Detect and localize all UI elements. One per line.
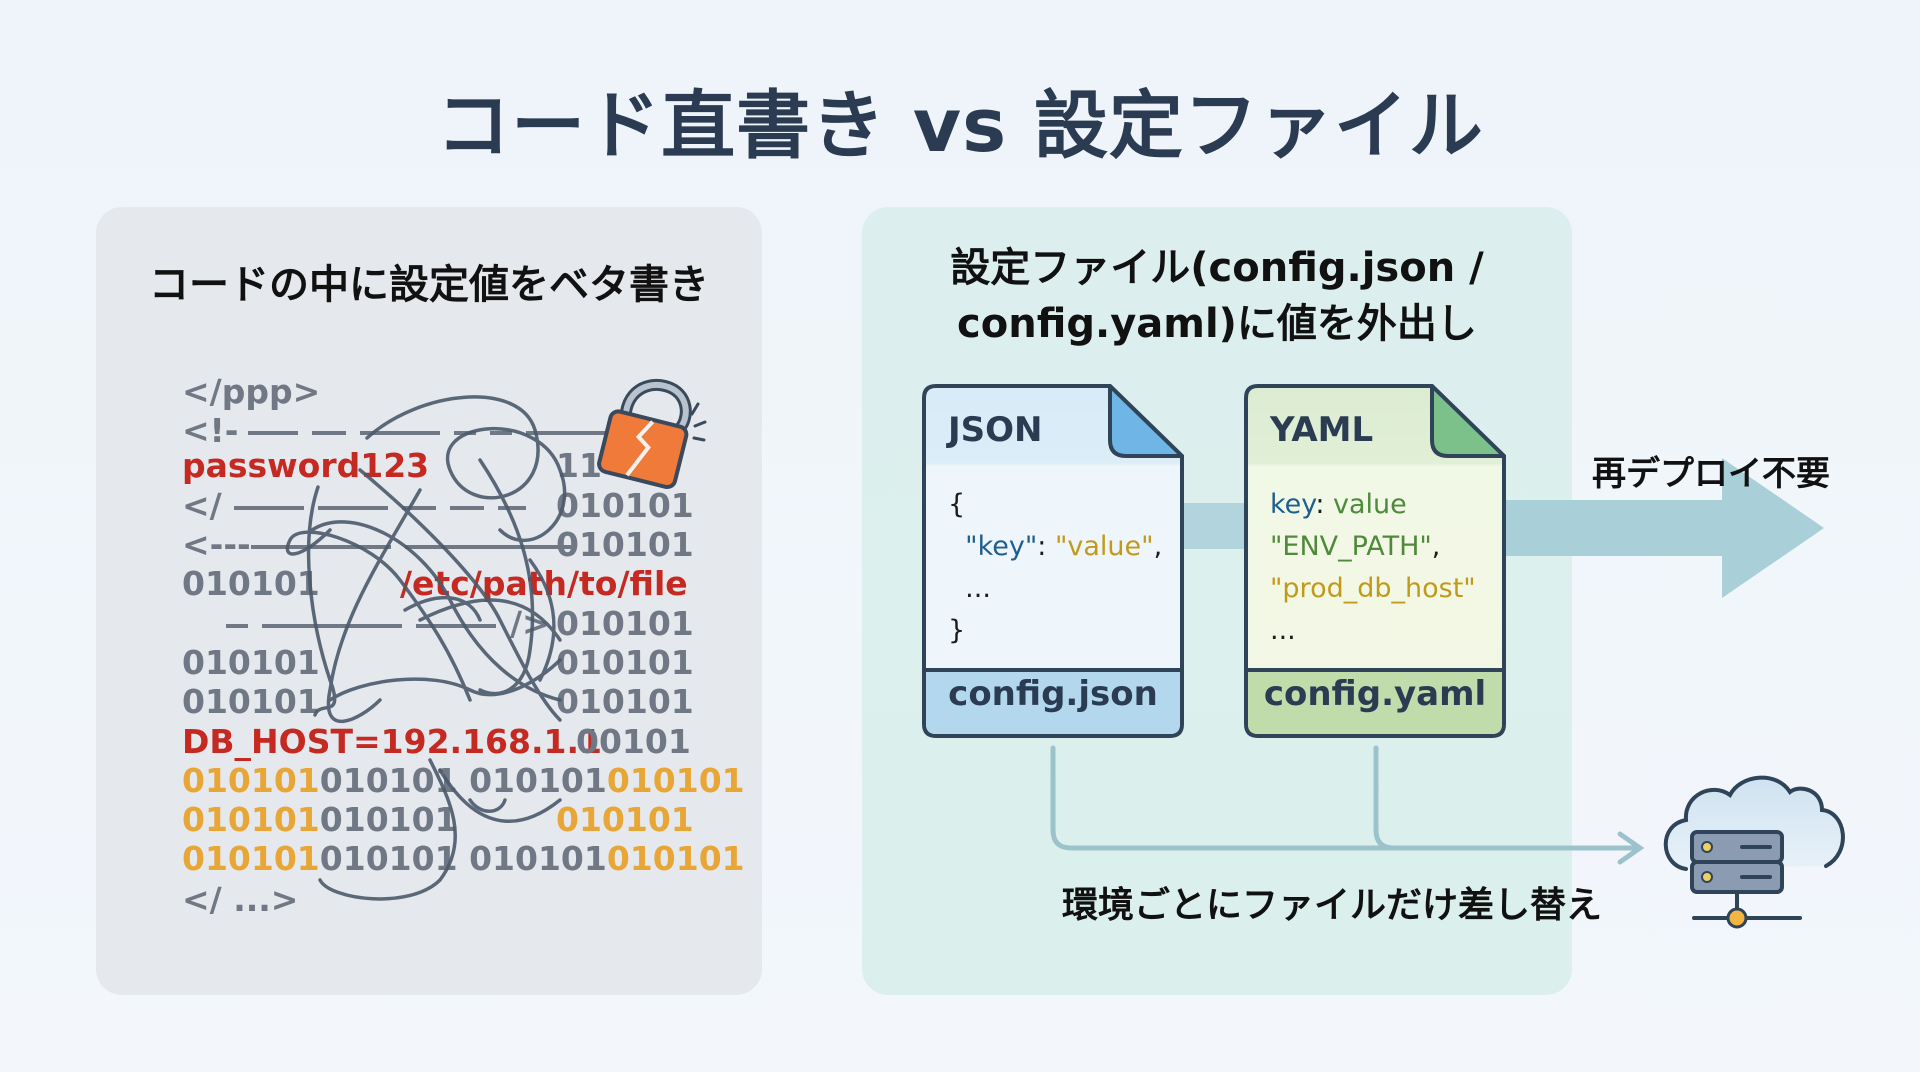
binary-token: 010101 (319, 839, 458, 878)
config-heading-line1: 設定ファイル(config.json / (950, 245, 1484, 291)
yaml-file-card: YAML key: value "ENV_PATH", "prod_db_hos… (1244, 384, 1506, 738)
json-value: "value" (1054, 531, 1154, 562)
config-file-heading: 設定ファイル(config.json / config.yaml)に値を外出し (862, 240, 1572, 352)
swap-lines (1050, 745, 1645, 865)
binary-token: 010101 (606, 839, 745, 878)
json-filename: config.json (948, 674, 1158, 714)
code-token: <--- (182, 525, 251, 564)
code-token: 00101 (576, 722, 691, 761)
hardcoded-password: password123 (182, 446, 430, 485)
json-brace: } (948, 615, 966, 646)
page-title: コード直書き vs 設定ファイル (436, 83, 1484, 169)
binary-token: 010101 (182, 839, 320, 878)
binary-line: 010101010101 010101010101 (182, 761, 745, 800)
binary-token: 010101 (469, 761, 607, 800)
code-line: password123 (182, 446, 429, 485)
json-colon: : (1037, 531, 1055, 562)
binary-line: 010101010101 010101010101 (182, 839, 745, 878)
yaml-db-host: "prod_db_host" (1270, 573, 1476, 604)
yaml-file-title: YAML (1270, 410, 1374, 450)
code-token: 010101 (556, 604, 694, 643)
hardcoded-db-host: DB_HOST=192.168.1.1 (182, 722, 602, 761)
yaml-colon: : (1315, 489, 1333, 520)
code-token: 010101 (182, 643, 320, 682)
binary-token: 010101 (556, 800, 694, 839)
code-line: <!- (182, 411, 644, 450)
code-token: 010101 (182, 564, 320, 603)
file-connector (1180, 503, 1250, 549)
code-token: 010101 (556, 643, 694, 682)
code-line: <--- (182, 525, 589, 564)
yaml-file-content: key: value "ENV_PATH", "prod_db_host" ..… (1270, 484, 1476, 652)
code-line: </ ...> (182, 880, 299, 919)
json-file-card: JSON { "key": "value", ... } config.json (922, 384, 1184, 738)
json-brace: { (948, 489, 966, 520)
code-line: </ (182, 486, 540, 525)
yaml-value: value (1333, 489, 1407, 520)
binary-token: 010101 (182, 761, 320, 800)
json-file-icon (922, 384, 1184, 738)
no-redeploy-label: 再デプロイ不要 (1592, 454, 1830, 494)
code-token: <!- (182, 411, 239, 450)
yaml-filename: config.yaml (1263, 674, 1487, 714)
json-key: "key" (965, 531, 1038, 562)
broken-padlock-icon (597, 378, 707, 490)
yaml-comma: , (1431, 531, 1441, 562)
yaml-file-icon (1244, 384, 1506, 738)
json-file-content: { "key": "value", ... } (948, 484, 1162, 652)
binary-token: 010101 (319, 800, 458, 839)
swap-files-label: 環境ごとにファイルだけ差し替え (1062, 885, 1603, 926)
code-token: 010101 (556, 525, 694, 564)
code-line: </ppp> (182, 372, 321, 411)
json-comma: , (1153, 531, 1163, 562)
binary-token: 010101 (469, 839, 607, 878)
code-token: 010101 (182, 682, 320, 721)
yaml-ellipsis: ... (1270, 615, 1296, 646)
code-token: 010101 (556, 682, 694, 721)
hardcoded-heading: コードの中に設定値をベタ書き (149, 262, 709, 308)
yaml-env-path: "ENV_PATH" (1270, 531, 1432, 562)
code-token: </ (182, 486, 222, 525)
json-file-title: JSON (948, 410, 1043, 450)
binary-line: 010101010101 (182, 800, 458, 839)
config-heading-line2: config.yaml)に値を外出し (957, 301, 1477, 347)
binary-token: 010101 (606, 761, 745, 800)
binary-token: 010101 (182, 800, 320, 839)
yaml-key: key (1270, 489, 1316, 520)
no-redeploy-arrow (1500, 458, 1824, 598)
json-ellipsis: ... (965, 573, 991, 604)
code-token: 010101 (556, 486, 694, 525)
